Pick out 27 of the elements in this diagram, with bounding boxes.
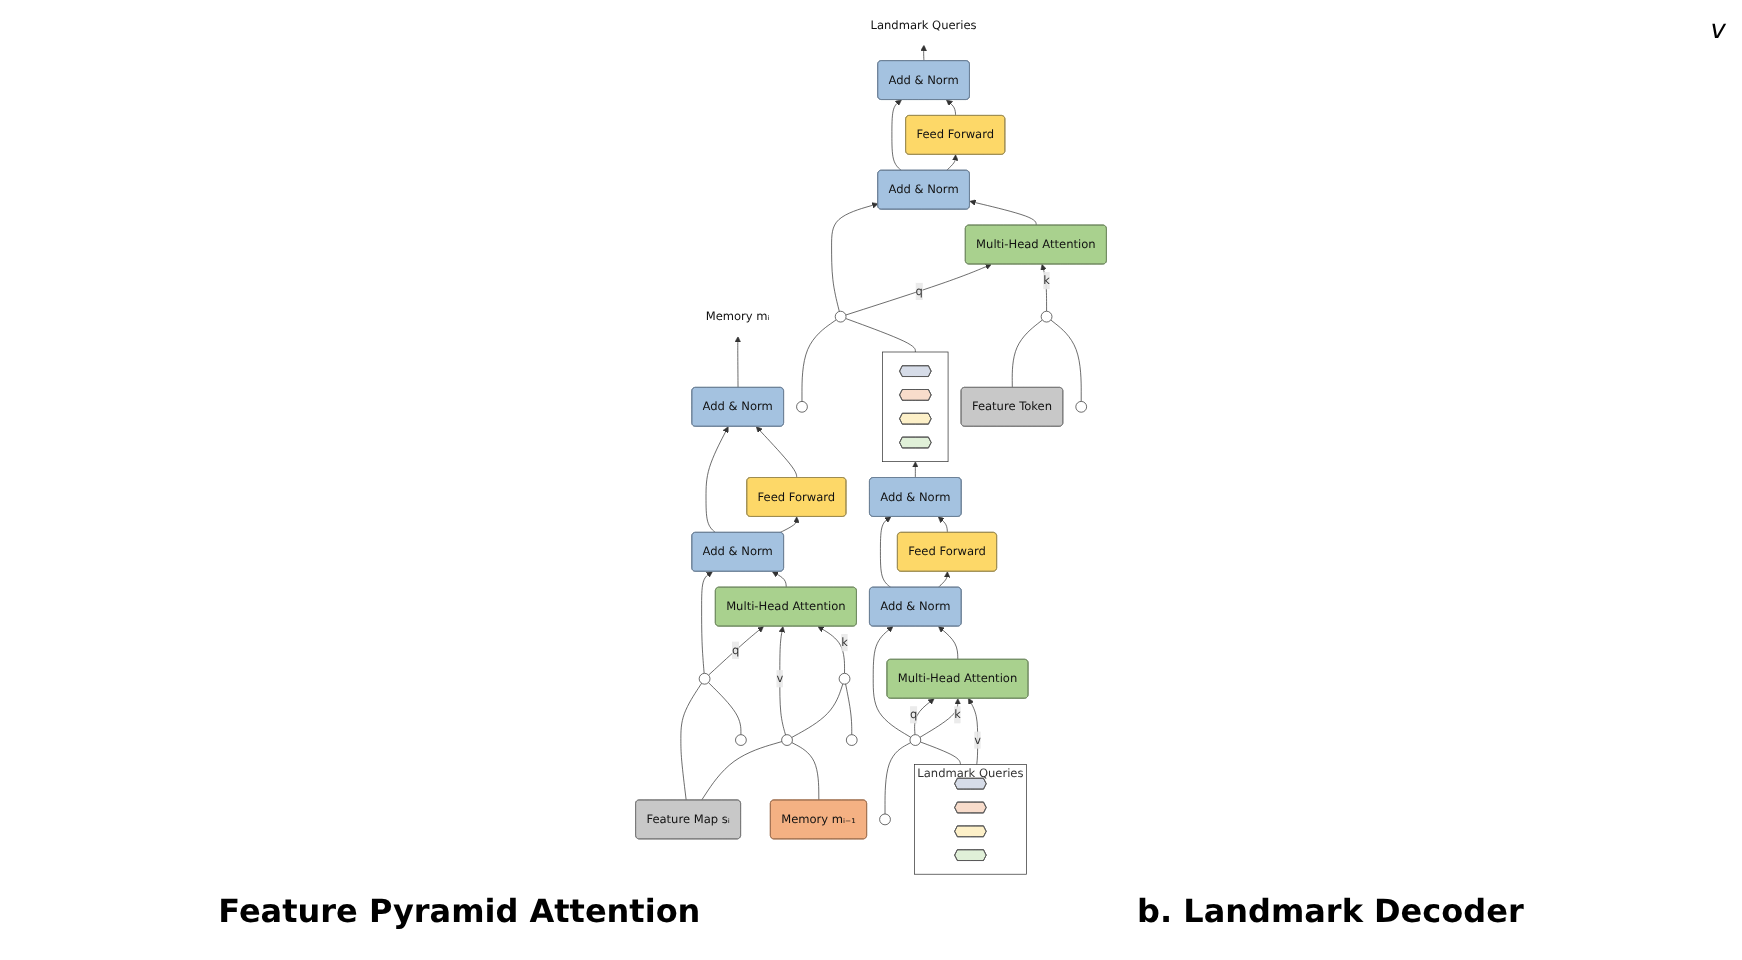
node-circle [1075,401,1087,413]
node-circle [846,734,858,746]
node-circle [838,673,851,685]
connector [1011,319,1043,389]
connector [884,742,911,815]
node-circle [909,734,922,746]
node-circle [834,310,847,323]
node-circle [879,813,891,826]
connector [708,682,742,735]
node-circle [1040,310,1053,323]
panel-title: Feature Pyramid Attention [218,892,701,930]
cluster [882,351,949,462]
connector [845,318,916,353]
connector [680,682,702,801]
connector [801,319,837,402]
node-circle [781,734,793,746]
connector [791,683,844,738]
node-circle [735,734,747,746]
connector [791,742,820,801]
panel-title: b. Landmark Decoder [1137,892,1524,930]
connector [1050,319,1082,402]
connector [845,683,853,735]
node-circle [698,673,711,685]
input-label: v [1710,16,1726,46]
node-circle [796,401,808,413]
connector [701,741,783,801]
connector [920,741,961,765]
